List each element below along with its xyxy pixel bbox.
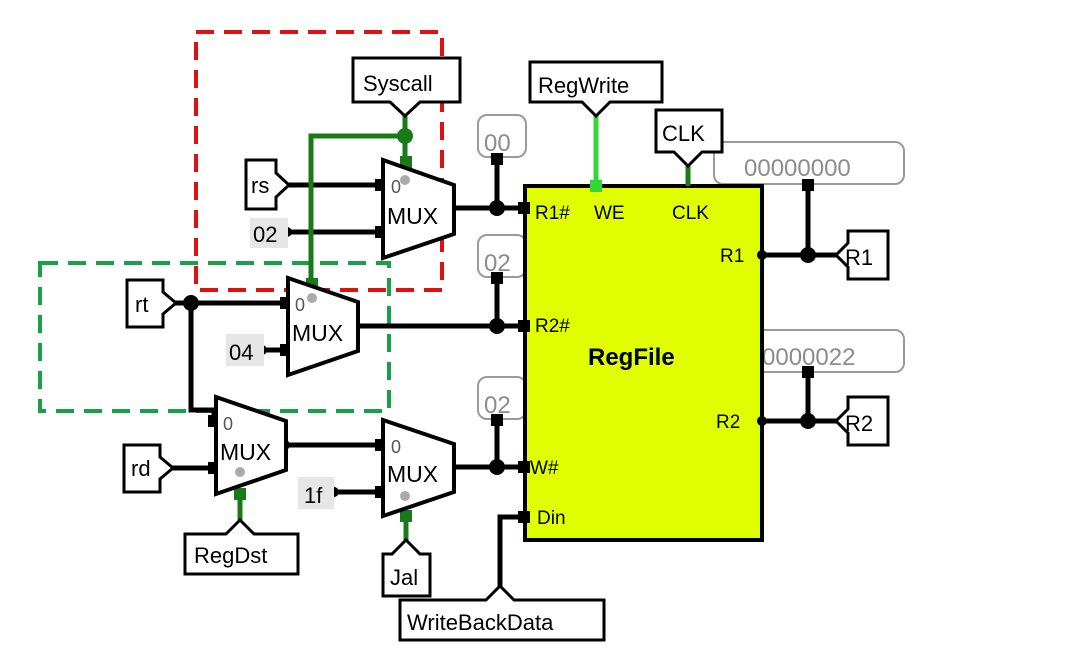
pin-jal-label: Jal [390, 565, 418, 590]
mux-syscall-label: MUX [387, 203, 438, 229]
pin-writebackdata-label: WriteBackData [407, 610, 554, 635]
mux-jal-label: MUX [387, 461, 438, 487]
mux-regdst: 0 MUX [214, 394, 288, 497]
pin-regdst-label: RegDst [194, 543, 267, 568]
port-we: WE [594, 203, 625, 224]
const-02: 02 [250, 218, 288, 248]
port-r1-addr: R1# [535, 203, 570, 224]
mux-rt: 0 MUX [286, 275, 360, 378]
pin-regwrite[interactable]: RegWrite [528, 60, 664, 119]
const-04-value: 04 [229, 340, 253, 365]
probe-r1: 00000000 [713, 141, 905, 185]
const-02-value: 02 [253, 222, 277, 247]
const-1f: 1f [298, 477, 334, 509]
pin-writebackdata[interactable]: WriteBackData [398, 583, 606, 642]
mux-jal-zero: 0 [391, 437, 401, 457]
port-r1: R1 [720, 246, 744, 267]
mux-syscall-zero: 0 [391, 177, 401, 197]
pin-r1-output-label: R1 [845, 245, 873, 270]
const-04: 04 [226, 334, 264, 366]
pin-r2-output: R2 [833, 395, 890, 447]
pin-jal[interactable]: Jal [381, 537, 432, 598]
port-r2-addr: R2# [535, 316, 570, 337]
mux-syscall: 0 MUX [381, 157, 456, 261]
pin-rt-label: rt [135, 292, 148, 317]
mux-rt-label: MUX [292, 320, 343, 346]
regfile-title: RegFile [588, 344, 675, 371]
data-wires [169, 155, 839, 589]
probe-02a: 02 [477, 234, 527, 278]
mux-jal: 0 MUX [381, 417, 456, 519]
pin-rs-label: rs [251, 173, 269, 198]
pin-regwrite-label: RegWrite [538, 73, 629, 98]
port-r2: R2 [716, 412, 740, 433]
pin-regdst[interactable]: RegDst [183, 517, 300, 576]
pin-syscall-label: Syscall [363, 71, 433, 96]
pin-rd[interactable]: rd [122, 443, 176, 494]
pin-r2-output-label: R2 [845, 411, 873, 436]
pin-r1-output: R1 [833, 229, 890, 281]
pin-clk[interactable]: CLK [654, 108, 724, 169]
probe-00-value: 00 [484, 130, 511, 157]
probe-r1-value: 00000000 [744, 155, 851, 182]
mux-regdst-zero: 0 [223, 414, 233, 434]
probe-00: 00 [477, 114, 527, 158]
green-highlight-box [38, 261, 391, 413]
pin-rd-label: rd [131, 456, 151, 481]
probe-02b: 02 [477, 376, 527, 420]
mux-rt-zero: 0 [295, 295, 305, 315]
port-clk: CLK [672, 203, 709, 224]
port-w-addr: W# [530, 458, 559, 479]
pin-rt[interactable]: rt [125, 278, 179, 329]
port-din: Din [537, 508, 566, 529]
regfile-block: RegFile R1# WE CLK R2# W# Din R1 R2 [523, 184, 764, 542]
mux-regdst-label: MUX [220, 439, 271, 465]
pin-rs[interactable]: rs [244, 158, 292, 211]
const-1f-value: 1f [304, 483, 323, 508]
pin-syscall[interactable]: Syscall [351, 56, 462, 119]
pin-clk-label: CLK [662, 121, 705, 146]
